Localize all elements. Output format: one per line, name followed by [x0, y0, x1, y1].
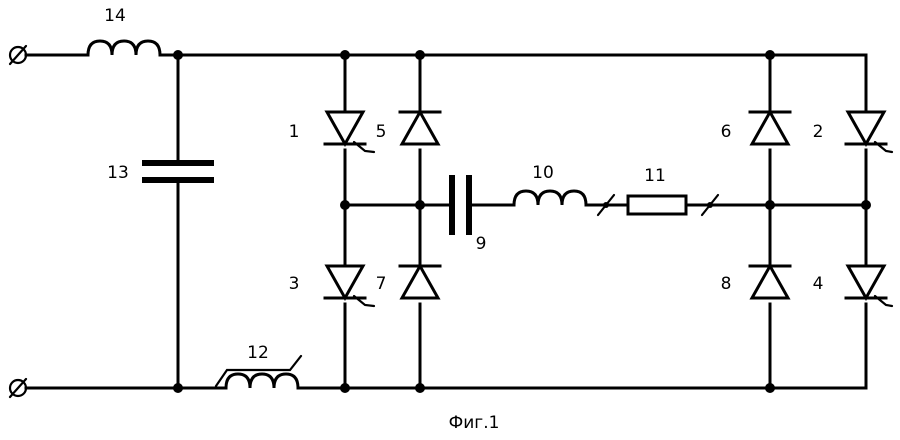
- inductor-14: [86, 39, 162, 57]
- label-diode-8: 8: [721, 274, 732, 294]
- figure-caption: Фиг.1: [449, 413, 500, 433]
- label-thyristor-4: 4: [813, 274, 824, 294]
- diode-8: [748, 262, 792, 300]
- load-connector-right: [700, 193, 720, 217]
- thyristor-2: [844, 110, 894, 154]
- capacitor-9: [449, 175, 516, 235]
- label-inductor-10: 10: [532, 163, 554, 183]
- junction-dots: [173, 50, 871, 393]
- label-thyristor-3: 3: [289, 274, 300, 294]
- thyristor-4: [844, 264, 894, 308]
- thyristor-3: [323, 264, 376, 308]
- inductor-12: [214, 354, 303, 390]
- load-connector-left: [596, 193, 616, 217]
- thyristor-1: [323, 110, 376, 154]
- label-diode-5: 5: [376, 122, 387, 142]
- label-diode-7: 7: [376, 274, 387, 294]
- diode-7: [398, 262, 442, 300]
- diode-6: [748, 108, 792, 146]
- terminal-bottom: [8, 377, 28, 399]
- diode-5: [398, 108, 442, 146]
- label-capacitor-13: 13: [107, 163, 129, 183]
- label-capacitor-9: 9: [476, 234, 487, 254]
- label-thyristor-2: 2: [813, 122, 824, 142]
- label-thyristor-1: 1: [289, 122, 300, 142]
- resistor-11: [626, 194, 772, 216]
- capacitor-13: [142, 53, 214, 390]
- label-inductor-12: 12: [247, 343, 269, 363]
- terminal-top: [8, 44, 28, 66]
- label-inductor-14: 14: [104, 6, 126, 26]
- label-resistor-11: 11: [644, 166, 666, 186]
- label-diode-6: 6: [721, 122, 732, 142]
